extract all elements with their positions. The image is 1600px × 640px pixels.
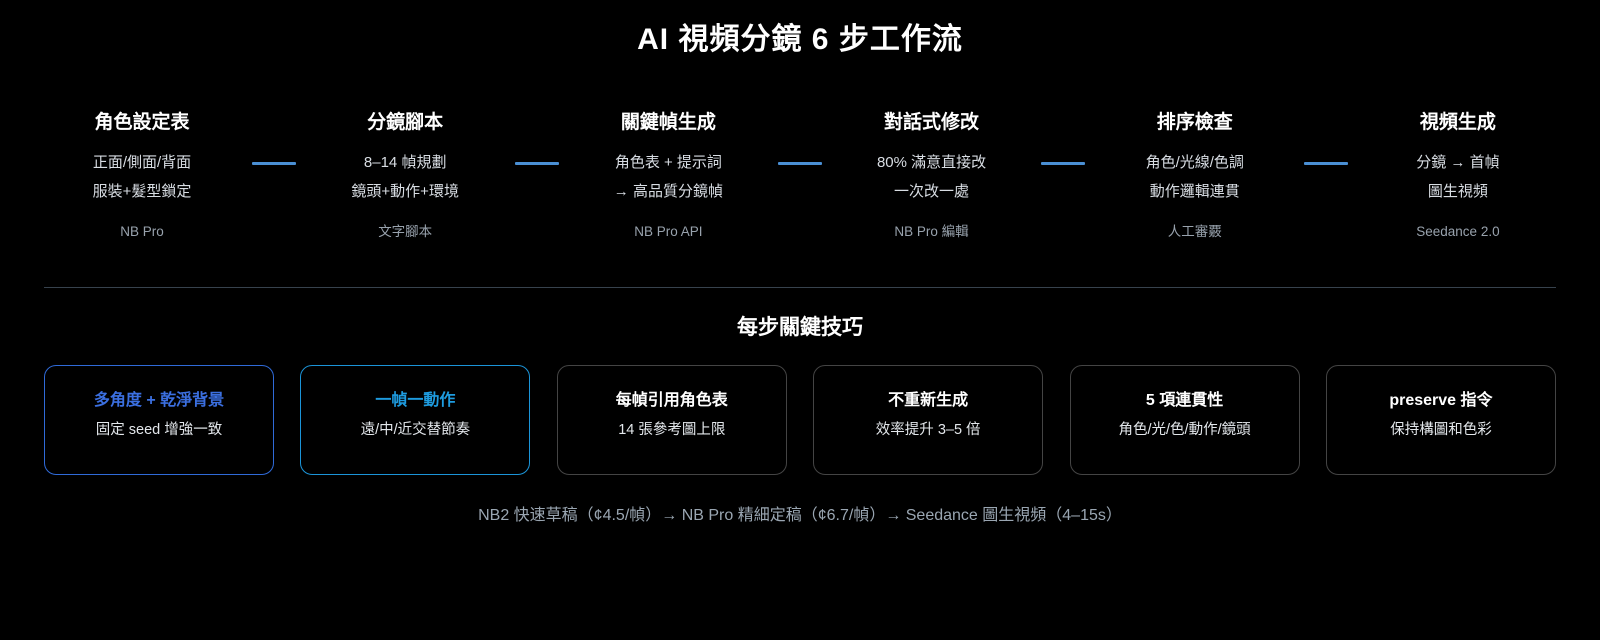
workflow-step-2: 分鏡腳本 8–14 幀規劃 鏡頭+動作+環境 文字腳本	[307, 110, 503, 241]
step-detail-line-1: 正面/側面/背面	[92, 154, 192, 171]
tip-card-subtitle: 遠/中/近交替節奏	[360, 422, 471, 438]
step-title: 視頻生成	[1419, 112, 1496, 133]
step-detail-line-2: 服裝+髮型鎖定	[92, 183, 192, 200]
step-detail-line-1: 角色/光線/色調	[1145, 154, 1244, 171]
step-connector-4-5	[1041, 162, 1086, 165]
tip-card-title: 多角度 + 乾淨背景	[93, 392, 225, 409]
step-title: 關鍵幀生成	[620, 112, 716, 133]
workflow-steps: 角色設定表 正面/側面/背面 服裝+髮型鎖定 NB Pro 分鏡腳本 8–14 …	[44, 110, 1556, 241]
tip-card-subtitle: 固定 seed 增強一致	[95, 422, 223, 438]
tip-card-subtitle: 保持構圖和色彩	[1390, 422, 1492, 438]
step-tool-label: NB Pro API	[634, 224, 703, 239]
step-title: 排序檢查	[1156, 112, 1233, 133]
step-detail-line-2: 一次改一處	[894, 183, 970, 200]
step-detail-line-2: 鏡頭+動作+環境	[351, 183, 459, 200]
tip-card-2: 一幀一動作 遠/中/近交替節奏	[300, 365, 531, 475]
step-detail-line-2: → 高品質分鏡幀	[613, 183, 723, 200]
step-tool-label: NB Pro	[120, 224, 164, 239]
step-tool-label: 人工審覈	[1167, 224, 1222, 239]
step-tool-label: NB Pro 編輯	[894, 224, 969, 239]
step-connector-3-4	[777, 162, 822, 165]
tips-section-heading: 每步關鍵技巧	[737, 316, 863, 339]
step-connector-2-3	[514, 162, 559, 165]
cost-pipeline-summary: NB2 快速草稿（¢4.5/幀）→ NB Pro 精細定稿（¢6.7/幀）→ S…	[478, 507, 1122, 524]
tips-card-list: 多角度 + 乾淨背景 固定 seed 增強一致 一幀一動作 遠/中/近交替節奏 …	[44, 365, 1556, 475]
section-divider	[44, 287, 1556, 288]
tip-card-title: 每幀引用角色表	[615, 392, 728, 409]
workflow-step-6: 視頻生成 分鏡 → 首幀 圖生視頻 Seedance 2.0	[1360, 110, 1556, 241]
tip-card-subtitle: 14 張參考圖上限	[618, 422, 726, 438]
step-title: 對話式修改	[884, 112, 980, 133]
step-connector-5-6	[1304, 162, 1349, 165]
tip-card-6: preserve 指令 保持構圖和色彩	[1325, 365, 1556, 475]
tip-card-title: 不重新生成	[888, 392, 969, 409]
step-detail-line-1: 角色表 + 提示詞	[614, 154, 722, 171]
tip-card-4: 不重新生成 效率提升 3–5 倍	[813, 365, 1044, 475]
step-detail-line-1: 80% 滿意直接改	[876, 154, 987, 171]
step-tool-label: 文字腳本	[378, 224, 433, 239]
workflow-step-4: 對話式修改 80% 滿意直接改 一次改一處 NB Pro 編輯	[834, 110, 1030, 241]
step-detail-line-1: 分鏡 → 首幀	[1416, 154, 1500, 171]
step-detail-line-2: 圖生視頻	[1427, 183, 1488, 200]
step-detail-line-2: 動作邏輯連貫	[1149, 183, 1240, 200]
tip-card-1: 多角度 + 乾淨背景 固定 seed 增強一致	[44, 365, 274, 475]
step-tool-label: Seedance 2.0	[1416, 224, 1500, 239]
tip-card-title: 一幀一動作	[375, 392, 456, 409]
page-title: AI 視頻分鏡 6 步工作流	[637, 23, 963, 56]
tip-card-title: preserve 指令	[1389, 392, 1493, 409]
tip-card-subtitle: 角色/光/色/動作/鏡頭	[1118, 422, 1251, 438]
workflow-step-5: 排序檢查 角色/光線/色調 動作邏輯連貫 人工審覈	[1097, 110, 1293, 241]
tip-card-subtitle: 效率提升 3–5 倍	[875, 422, 981, 438]
step-connector-1-2	[251, 162, 296, 165]
step-title: 分鏡腳本	[367, 112, 444, 133]
tip-card-3: 每幀引用角色表 14 張參考圖上限	[556, 365, 787, 475]
tip-card-5: 5 項連貫性 角色/光/色/動作/鏡頭	[1069, 365, 1300, 475]
tip-card-title: 5 項連貫性	[1145, 392, 1224, 409]
step-title: 角色設定表	[94, 112, 190, 133]
workflow-step-3: 關鍵幀生成 角色表 + 提示詞 → 高品質分鏡幀 NB Pro API	[570, 110, 766, 241]
step-detail-line-1: 8–14 幀規劃	[363, 154, 447, 171]
workflow-step-1: 角色設定表 正面/側面/背面 服裝+髮型鎖定 NB Pro	[44, 110, 240, 241]
